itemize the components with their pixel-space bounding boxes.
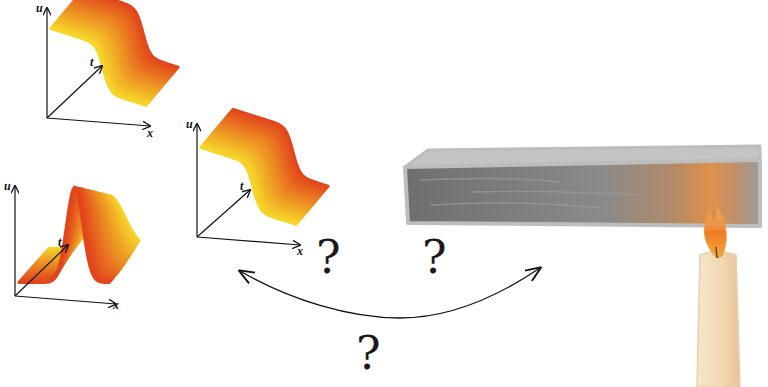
flame	[704, 205, 726, 258]
bar-texture	[420, 178, 640, 208]
axis-label: u	[36, 2, 43, 14]
t-axis	[47, 66, 102, 118]
question-mark: ?	[356, 330, 381, 376]
candle	[697, 205, 740, 387]
surface-strip	[51, 29, 146, 106]
question-mark: ?	[316, 234, 341, 280]
bar-front	[405, 160, 760, 226]
surface-strip	[201, 148, 296, 225]
x-axis	[15, 296, 116, 304]
question-mark: ?	[422, 234, 447, 280]
surface-strip	[52, 27, 147, 104]
u-axis	[46, 8, 47, 118]
x-axis	[197, 237, 300, 245]
axis-label: t	[58, 236, 61, 248]
double-arrow	[240, 268, 540, 318]
surface-strip	[19, 187, 109, 282]
metal-bar	[405, 146, 760, 226]
surface-strip	[203, 145, 298, 222]
surface-plot	[47, 0, 178, 126]
candle-body	[697, 252, 740, 387]
u-axis	[14, 186, 15, 296]
wick	[716, 247, 717, 258]
axis-label: t	[90, 56, 93, 68]
surface-plot	[197, 110, 328, 245]
x-axis	[47, 118, 150, 126]
u-axis	[196, 124, 197, 237]
axis-label: u	[4, 180, 11, 192]
axis-label: x	[113, 299, 119, 311]
axes	[47, 8, 150, 126]
t-axis	[15, 245, 68, 296]
axis-label: u	[186, 118, 193, 130]
surface-strip	[20, 188, 110, 282]
t-axis	[197, 190, 250, 237]
axes	[15, 186, 116, 304]
surface-strip	[53, 26, 148, 103]
axis-label: x	[147, 127, 153, 139]
axis-label: x	[297, 245, 303, 257]
axis-label: t	[240, 180, 243, 192]
axes	[197, 124, 300, 245]
surface-strip	[202, 146, 297, 223]
surface-plot	[15, 186, 139, 304]
